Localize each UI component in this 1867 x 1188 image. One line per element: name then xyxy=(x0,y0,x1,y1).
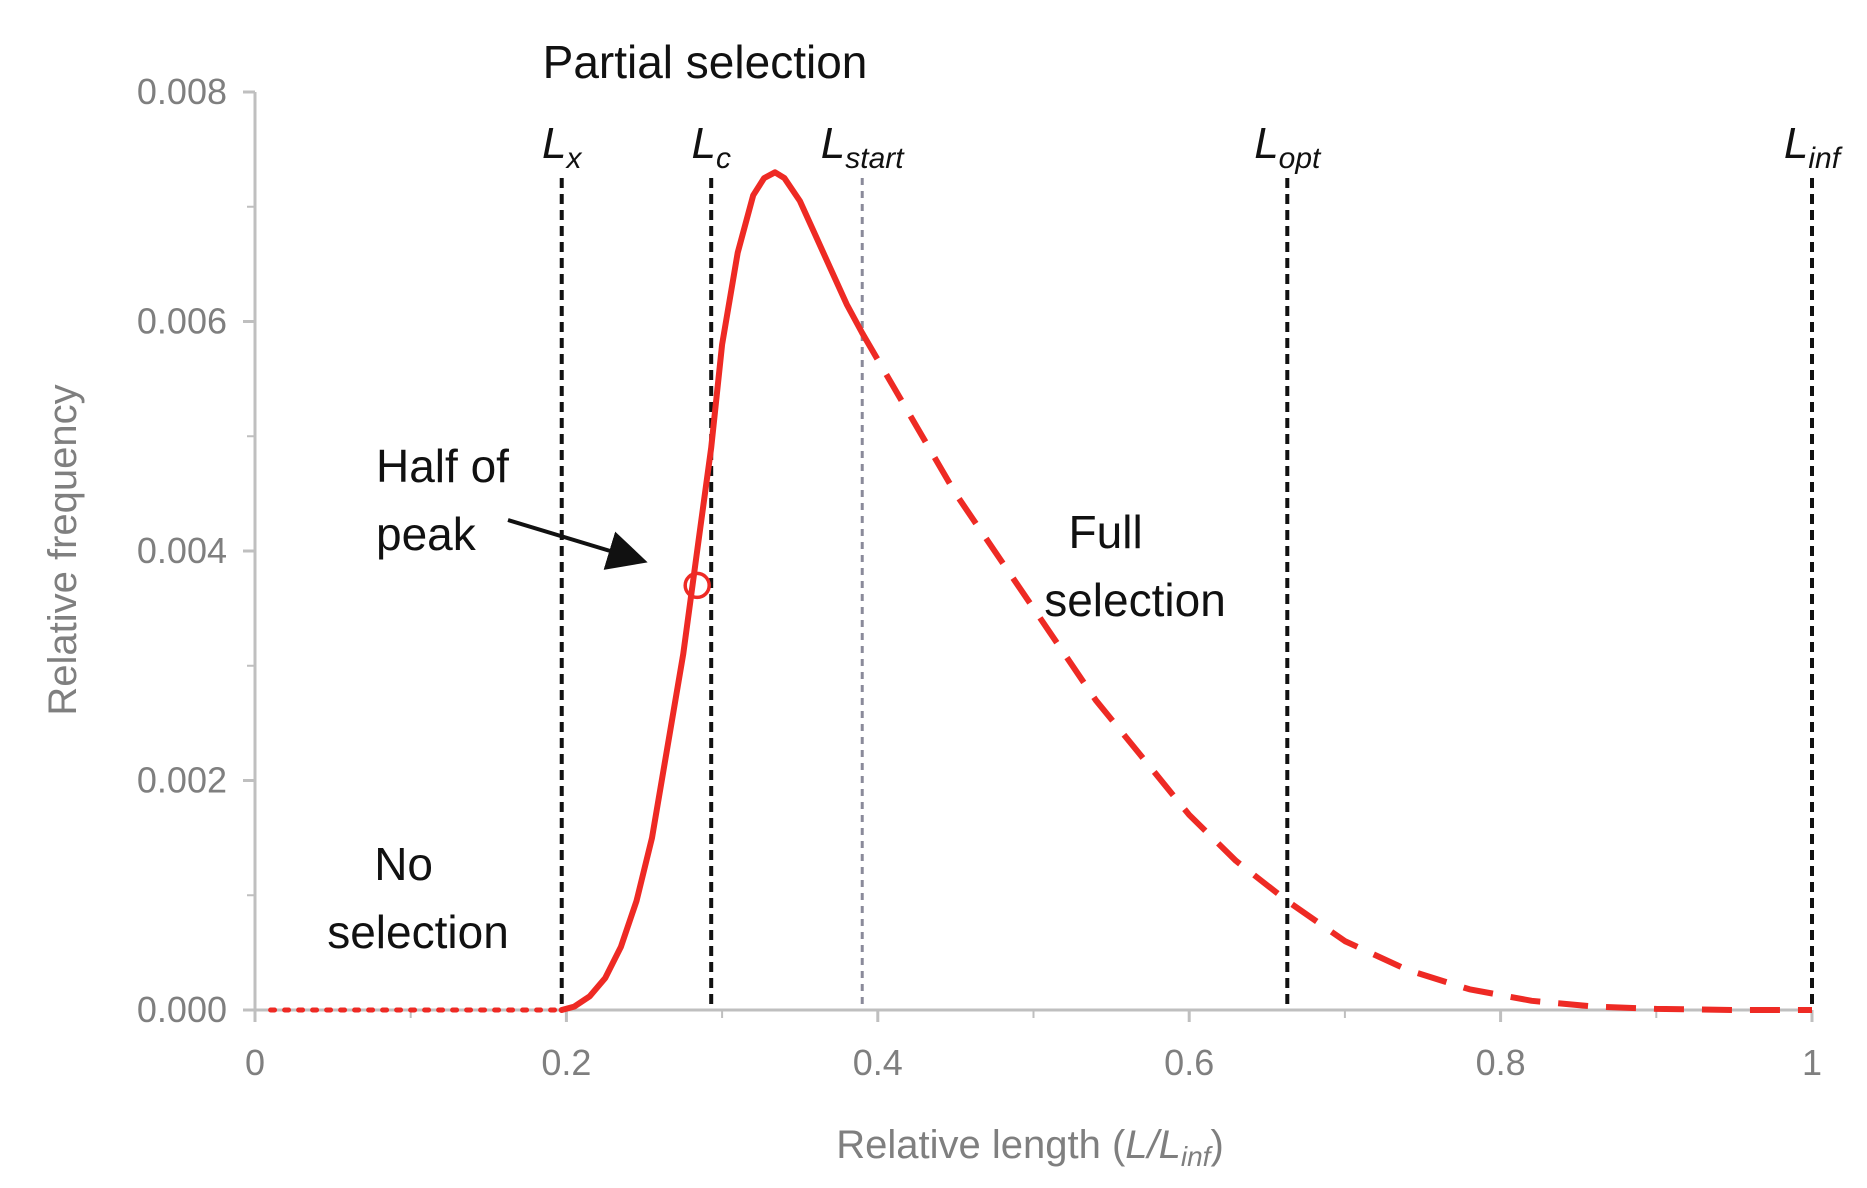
vline-label-sub: inf xyxy=(1808,142,1842,175)
vline-label-main: L xyxy=(691,119,715,168)
axes xyxy=(253,92,1812,1012)
series-lines xyxy=(268,169,1812,1013)
annotation-full-selection-line1: Full xyxy=(1069,506,1143,558)
half-peak-marker xyxy=(683,571,711,600)
annotation-half-of-peak-line2: peak xyxy=(376,508,477,560)
y-tick-label: 0.002 xyxy=(137,760,227,801)
x-tick-label: 0.2 xyxy=(541,1042,591,1083)
vline-label-inf: Linf xyxy=(1784,119,1843,175)
annotation-no-selection-line2: selection xyxy=(327,906,509,958)
series-solid xyxy=(558,169,866,1013)
vline-label-sub: opt xyxy=(1279,142,1322,175)
x-axis-title-math-sub: inf xyxy=(1181,1141,1214,1172)
annotation-partial-selection: Partial selection xyxy=(543,36,868,88)
annotation-full-selection-line2: selection xyxy=(1044,574,1226,626)
vline-label-main: L xyxy=(821,119,845,168)
x-axis-title-math-close: ) xyxy=(1210,1123,1223,1167)
x-axis-title-text: Relative length ( xyxy=(836,1123,1126,1167)
annotation-half-of-peak: Half of peak xyxy=(376,440,522,560)
vline-label-x: Lx xyxy=(542,119,582,175)
x-tick-label: 1 xyxy=(1802,1042,1822,1083)
x-tick-label: 0 xyxy=(245,1042,265,1083)
y-tick-label: 0.008 xyxy=(137,71,227,112)
vline-label-main: L xyxy=(1254,119,1278,168)
y-tick-label: 0.000 xyxy=(137,989,227,1030)
x-axis-title-math-main: L/L xyxy=(1125,1123,1181,1167)
points xyxy=(683,571,711,600)
y-ticks: 0.000 0.002 0.004 0.006 0.008 xyxy=(137,71,255,1030)
y-tick-label: 0.006 xyxy=(137,301,227,342)
vline-label-sub: start xyxy=(845,142,905,175)
x-tick-label: 0.6 xyxy=(1164,1042,1214,1083)
x-axis-title: Relative length (L/Linf) xyxy=(836,1123,1224,1172)
vline-label-main: L xyxy=(1784,119,1808,168)
vline-label-sub: x xyxy=(564,142,582,175)
x-tick-label: 0.4 xyxy=(853,1042,903,1083)
y-tick-label: 0.004 xyxy=(137,530,227,571)
annotation-half-of-peak-line1: Half of xyxy=(376,440,509,492)
vline-label-c: Lc xyxy=(691,119,730,175)
vline-label-sub: c xyxy=(716,142,731,175)
annotation-full-selection: Full selection xyxy=(1044,506,1226,626)
vline-label-start: Lstart xyxy=(821,119,905,175)
annotation-no-selection: No selection xyxy=(327,838,509,958)
x-tick-label: 0.8 xyxy=(1476,1042,1526,1083)
annotation-no-selection-line1: No xyxy=(374,838,433,890)
y-axis-title: Relative frequency xyxy=(41,384,85,715)
vline-label-main: L xyxy=(542,119,566,168)
series-dashed xyxy=(859,331,1812,1013)
vline-label-opt: Lopt xyxy=(1254,119,1322,175)
x-ticks: 0 0.2 0.4 0.6 0.8 1 xyxy=(245,1010,1822,1083)
half-peak-arrow xyxy=(507,518,648,570)
